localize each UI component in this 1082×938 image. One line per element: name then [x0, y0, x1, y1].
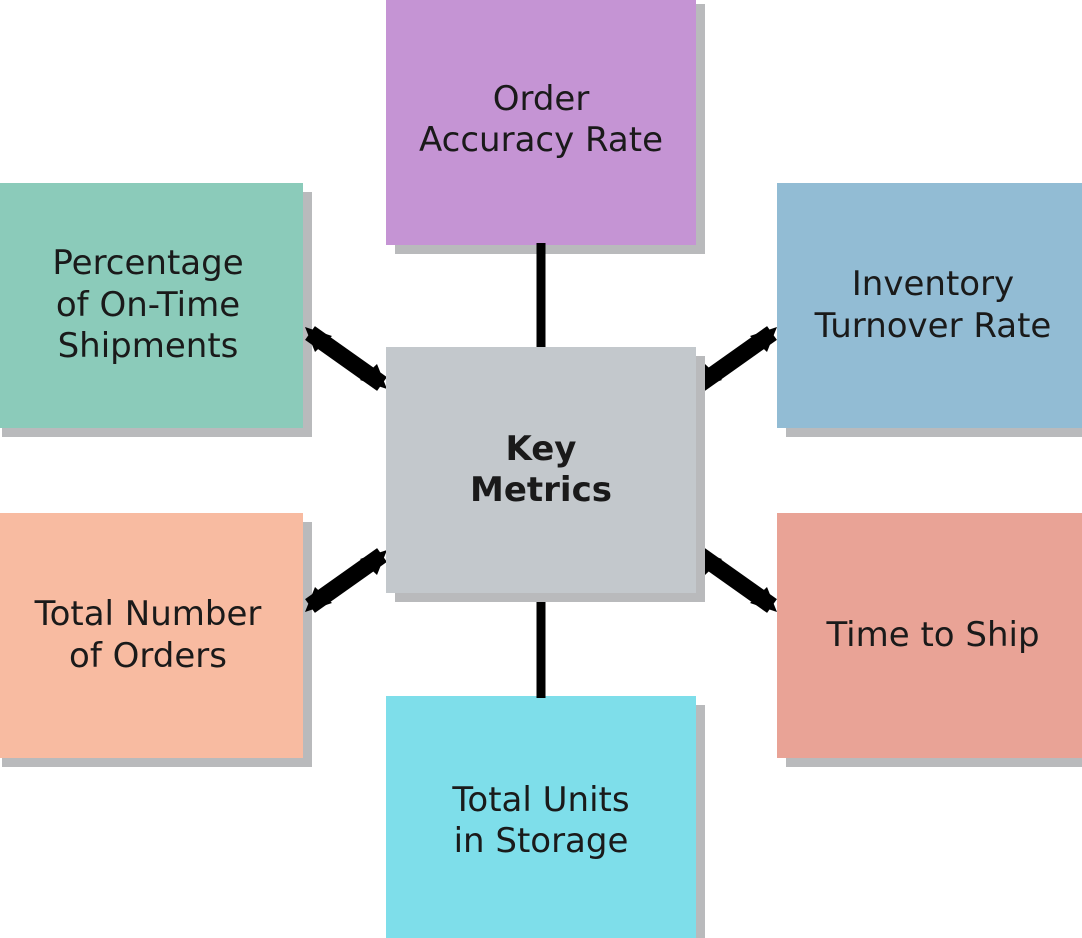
connector-center-to-on-time [305, 326, 387, 391]
connector-center-to-total-orders [305, 548, 387, 613]
node-inventory-turnover[interactable]: Inventory Turnover Rate [777, 183, 1082, 428]
node-label-key-metrics: Key Metrics [470, 428, 612, 510]
node-label-on-time-shipments: Percentage of On-Time Shipments [52, 243, 244, 367]
node-time-to-ship[interactable]: Time to Ship [777, 513, 1082, 758]
node-label-order-accuracy: Order Accuracy Rate [419, 78, 663, 160]
node-on-time-shipments[interactable]: Percentage of On-Time Shipments [0, 183, 303, 428]
node-order-accuracy[interactable]: Order Accuracy Rate [386, 0, 696, 245]
node-key-metrics-center[interactable]: Key Metrics [386, 347, 696, 593]
node-label-time-to-ship: Time to Ship [826, 614, 1040, 655]
node-total-orders[interactable]: Total Number of Orders [0, 513, 303, 758]
node-label-inventory-turnover: Inventory Turnover Rate [814, 264, 1052, 346]
connector-center-to-time-to-ship [695, 548, 777, 613]
node-units-in-storage[interactable]: Total Units in Storage [386, 696, 696, 938]
node-label-total-orders: Total Number of Orders [34, 594, 262, 676]
node-label-units-in-storage: Total Units in Storage [452, 779, 630, 861]
connector-center-to-inventory [695, 326, 777, 391]
